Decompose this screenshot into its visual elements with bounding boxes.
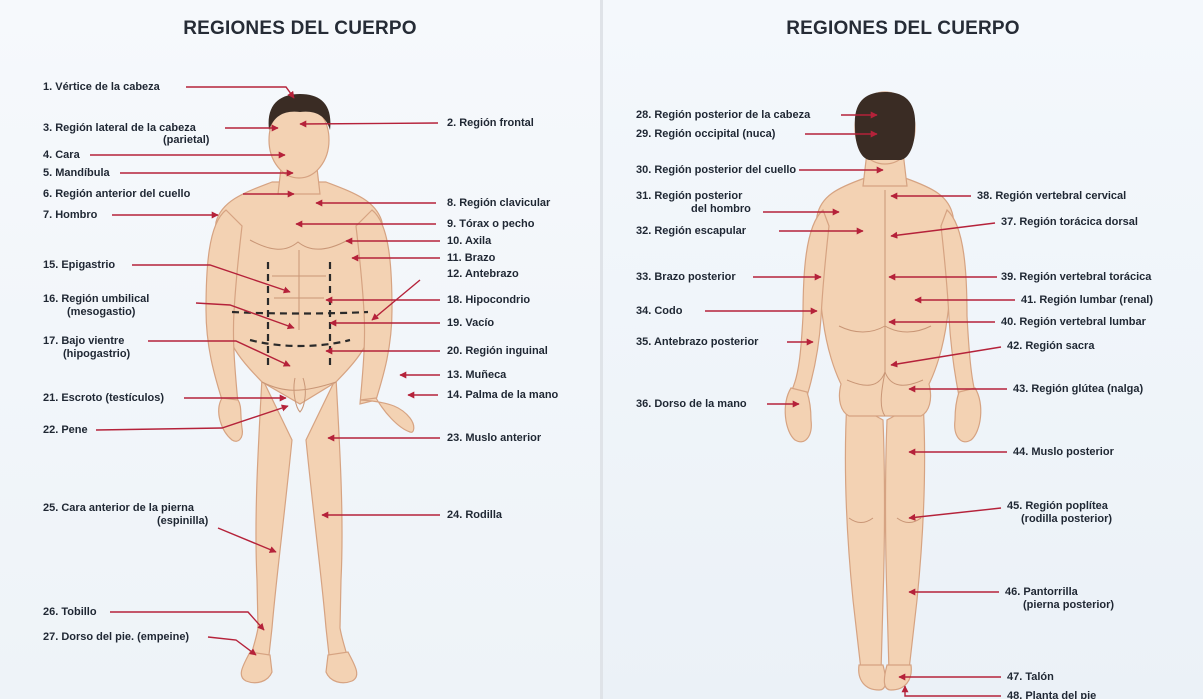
label-muneca: 13. Muñeca [447,369,506,381]
label-region-posterior-hombro: 31. Región posterior [636,190,742,202]
label-cara-anterior-pierna: 25. Cara anterior de la pierna [43,502,194,514]
label-vacio: 19. Vacío [447,317,494,329]
label-region-occipital: 29. Región occipital (nuca) [636,128,775,140]
label-hipocondrio: 18. Hipocondrio [447,294,530,306]
label-hipogastrio: (hipogastrio) [63,348,130,360]
label-region-inguinal: 20. Región inguinal [447,345,548,357]
label-region-poplitea: 45. Región poplítea [1007,500,1108,512]
label-codo: 34. Codo [636,305,682,317]
front-body [206,102,414,683]
label-pierna-posterior: (pierna posterior) [1023,599,1114,611]
label-hombro: 7. Hombro [43,209,97,221]
label-region-lumbar: 41. Región lumbar (renal) [1021,294,1153,306]
label-mesogastio: (mesogastio) [67,306,135,318]
label-rodilla-posterior: (rodilla posterior) [1021,513,1112,525]
label-cara: 4. Cara [43,149,80,161]
label-brazo: 11. Brazo [447,252,495,264]
label-region-vertebral-toracica: 39. Región vertebral torácica [1001,271,1151,283]
label-bajo-vientre: 17. Bajo vientre [43,335,124,347]
label-antebrazo: 12. Antebrazo [447,268,519,280]
label-espinilla: (espinilla) [157,515,208,527]
front-diagram-panel: REGIONES DEL CUERPO [0,0,600,699]
label-palma-mano: 14. Palma de la mano [447,389,558,401]
back-hair [855,92,915,160]
label-region-frontal: 2. Región frontal [447,117,534,129]
label-region-umbilical: 16. Región umbilical [43,293,149,305]
label-antebrazo-posterior: 35. Antebrazo posterior [636,336,758,348]
label-vertice-cabeza: 1. Vértice de la cabeza [43,81,160,93]
back-body-figure [603,0,1203,699]
label-pantorrilla: 46. Pantorrilla [1005,586,1078,598]
label-dorso-pie: 27. Dorso del pie. (empeine) [43,631,189,643]
label-region-vertebral-lumbar: 40. Región vertebral lumbar [1001,316,1146,328]
label-region-glutea: 43. Región glútea (nalga) [1013,383,1143,395]
label-region-posterior-cabeza: 28. Región posterior de la cabeza [636,109,810,121]
label-mandibula: 5. Mandíbula [43,167,110,179]
back-diagram-panel: REGIONES DEL CUERPO [603,0,1203,699]
label-del-hombro: del hombro [691,203,751,215]
label-talon: 47. Talón [1007,671,1054,683]
label-region-anterior-cuello: 6. Región anterior del cuello [43,188,190,200]
label-planta-pie: 48. Planta del pie [1007,690,1096,699]
label-muslo-anterior: 23. Muslo anterior [447,432,541,444]
label-epigastrio: 15. Epigastrio [43,259,115,271]
label-region-lateral-cabeza: 3. Región lateral de la cabeza [43,122,196,134]
label-brazo-posterior: 33. Brazo posterior [636,271,736,283]
label-muslo-posterior: 44. Muslo posterior [1013,446,1114,458]
label-tobillo: 26. Tobillo [43,606,97,618]
label-parietal: (parietal) [163,134,209,146]
label-region-vertebral-cervical: 38. Región vertebral cervical [977,190,1126,202]
label-region-clavicular: 8. Región clavicular [447,197,550,209]
label-region-posterior-cuello: 30. Región posterior del cuello [636,164,796,176]
back-body [785,92,981,690]
label-pene: 22. Pene [43,424,88,436]
label-escroto: 21. Escroto (testículos) [43,392,164,404]
label-rodilla: 24. Rodilla [447,509,502,521]
label-region-sacra: 42. Región sacra [1007,340,1094,352]
label-axila: 10. Axila [447,235,491,247]
label-region-toracica-dorsal: 37. Región torácica dorsal [1001,216,1138,228]
label-region-escapular: 32. Región escapular [636,225,746,237]
label-torax: 9. Tórax o pecho [447,218,534,230]
label-dorso-mano: 36. Dorso de la mano [636,398,747,410]
